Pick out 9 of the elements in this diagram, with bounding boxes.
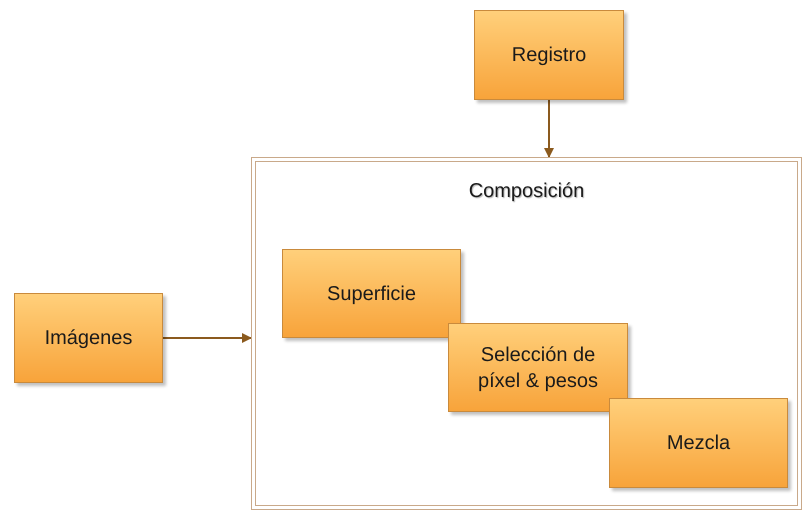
group-title: Composición (468, 180, 586, 203)
process-box: Mezcla (609, 398, 788, 488)
process-box: Imágenes (14, 293, 163, 383)
process-box: Selección de píxel & pesos (448, 323, 628, 412)
arrow (544, 100, 554, 158)
process-box: Superficie (282, 249, 461, 338)
arrow (163, 333, 252, 343)
process-box: Registro (474, 10, 624, 100)
group-frame (251, 157, 802, 510)
